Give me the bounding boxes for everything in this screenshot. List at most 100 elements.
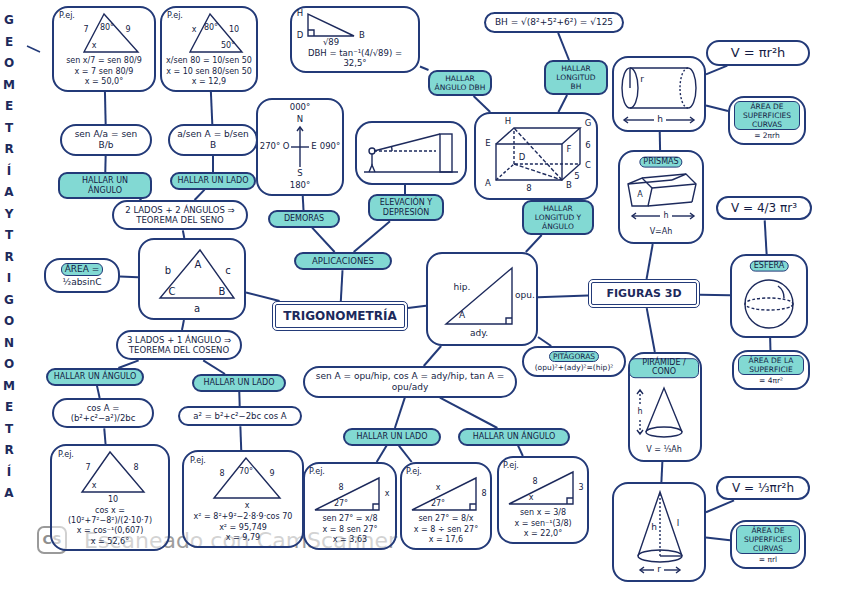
text-column: sen 27° = x/8x = 8 sen 27°x = 3,63	[309, 514, 391, 545]
node-text: sen x/7 = sen 80/9	[66, 56, 142, 66]
connector	[239, 426, 242, 450]
text-column: HALLAR ÁNGULO DBH	[434, 74, 486, 92]
formula-bubble: V = 4/3 πr³	[716, 196, 812, 220]
figure-label: x	[436, 484, 441, 493]
node-text: TRIGONOMETRÍA	[283, 309, 397, 323]
right-angle-mark	[308, 30, 314, 36]
node-text: = πrl	[759, 555, 777, 564]
triangle-outline	[190, 14, 242, 52]
text-column: cos x = (10²+7²−8²)/(2·10·7)x = cos⁻¹(0,…	[56, 506, 164, 546]
connector	[395, 398, 405, 428]
prism-edge	[672, 174, 696, 202]
sphere-bubble: ESFERA	[730, 254, 808, 338]
connector	[706, 66, 727, 75]
node-text: BH = √(8²+5²+6²) = √125	[495, 17, 613, 28]
figure-label: A	[459, 311, 465, 321]
figure-label: 270°	[260, 142, 280, 151]
figure-label: 9	[125, 26, 130, 35]
cuboid-edge	[496, 128, 580, 144]
text-column: DEMORAS	[274, 214, 334, 224]
text-column: HALLAR UN LADO	[176, 176, 250, 186]
node-text: x = 12,9	[192, 77, 226, 87]
hidden-edge	[513, 128, 514, 164]
example-bubble: P.ej.x80°50°10x/sen 80 = 10/sen 50x = 10…	[160, 6, 258, 92]
central-topic: FIGURAS 3D	[588, 279, 700, 308]
node-text: x = 50,0°	[85, 77, 123, 87]
example-bubble: P.ej.827°xsen 27° = 8/xx = 8 ÷ sen 27°x …	[400, 462, 492, 550]
text-column: HALLAR UN ÁNGULO	[464, 432, 564, 442]
figure-label: N	[297, 115, 303, 124]
prism-edge	[628, 180, 672, 184]
right-angle-mark	[567, 498, 573, 504]
connector	[104, 92, 107, 124]
side-title: GEOMETRÍA Y TRIGONOMETRÍA	[3, 10, 15, 505]
node-text: HALLAR UN LADO	[356, 432, 427, 442]
topic-tag: HALLAR LONGITUD BH	[544, 60, 608, 95]
figure-label: P.ej.	[503, 462, 519, 471]
text-column: ÁREA DE LA SUPERFICIE= 4πr²	[738, 355, 804, 385]
connector	[246, 293, 280, 301]
node-text: FIGURAS 3D	[606, 287, 681, 300]
cuboid-edges	[496, 144, 562, 180]
connector	[706, 537, 730, 540]
node-text: x = cos⁻¹(0,607)	[77, 526, 144, 536]
topic-tag: HALLAR UN ÁNGULO	[46, 368, 144, 386]
radius-line	[660, 555, 682, 556]
figure-label: C	[169, 286, 176, 297]
height-line	[639, 420, 640, 434]
connector	[660, 462, 663, 482]
node-text: HALLAR LONGITUD BH	[550, 64, 602, 91]
node-text: x² = 95,749	[219, 523, 267, 533]
figure-label: x	[92, 482, 97, 491]
figure	[140, 240, 244, 318]
figure-label: ady.	[470, 329, 488, 339]
text-column: a/sen A = b/sen B	[174, 129, 252, 151]
figure-label: hip.	[454, 283, 471, 293]
prism-bubble: PRISMASAhV=Ah	[618, 150, 704, 244]
text-column: x/sen 80 = 10/sen 50x = 10 sen 80/sen 50…	[166, 56, 252, 87]
node-text: x = 17,6	[429, 535, 463, 545]
figure-label: V=Ah	[650, 228, 673, 237]
connector	[195, 190, 205, 200]
text-column: sen x/7 = sen 80/9x = 7 sen 80/9x = 50,0…	[58, 56, 150, 87]
figure-label: A	[485, 179, 491, 188]
connector	[118, 360, 138, 368]
radius-line	[629, 69, 630, 88]
connector	[440, 398, 497, 428]
figure-label: 7	[85, 464, 90, 473]
node-text: HALLAR ÁNGULO DBH	[434, 74, 486, 92]
connector	[211, 92, 212, 124]
node-text: HALLAR UN LADO	[177, 176, 248, 186]
figure-label: H	[505, 117, 511, 126]
text-column: TRIGONOMETRÍA	[282, 309, 398, 323]
connector	[408, 306, 426, 308]
figure-label: h	[657, 115, 663, 125]
figure-label: P.ej.	[59, 12, 75, 21]
connector	[341, 270, 343, 301]
text-column: BH = √(8²+5²+6²) = √125	[490, 17, 618, 28]
figure-label: P.ej.	[58, 451, 74, 460]
node-text: x = 10 sen 80/sen 50	[166, 67, 252, 77]
text-column: cos A = (b²+c²−a²)/2bc	[58, 403, 148, 423]
figure	[292, 8, 418, 48]
connector	[647, 308, 655, 352]
formula-bubble: PITÁGORAS(opu)²+(ady)²=(hip)²	[522, 346, 626, 377]
connector	[312, 228, 335, 252]
triangle-bubble: bAcCBa	[138, 238, 246, 320]
example-bubble: HDB√89DBH = tan⁻¹(4/√89) = 32,5°	[290, 6, 420, 73]
figure-label: 090°	[320, 142, 340, 151]
node-text: x = 52,6°	[91, 537, 129, 547]
tower	[440, 134, 452, 172]
text-column: HALLAR UN ÁNGULO	[52, 372, 138, 382]
topic-tag: APLICACIONES	[294, 252, 392, 270]
node-text: x = 3,63	[333, 535, 367, 545]
node-text: a/sen A = b/sen B	[174, 129, 252, 151]
arrowhead	[690, 213, 694, 219]
node-text: x = sen⁻¹(3/8)	[514, 519, 571, 529]
figure-label: opu.	[515, 291, 535, 301]
node-text: 3 LADOS + 1 ÁNGULO ⇒ TEOREMA DEL COSENO	[122, 335, 236, 355]
connector	[518, 446, 523, 456]
connector	[104, 428, 105, 444]
dimension-line	[664, 569, 680, 570]
